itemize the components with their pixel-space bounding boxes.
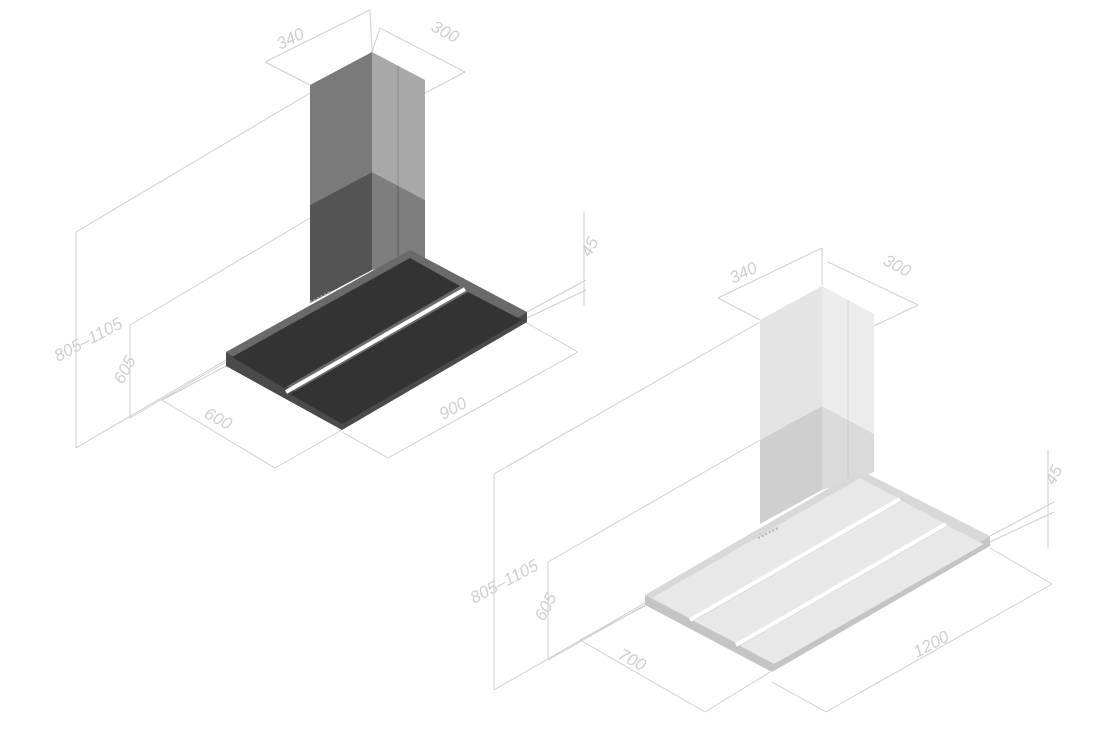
dim-width: 1200: [910, 627, 953, 662]
canopy-panel-2: [694, 501, 944, 643]
hood-black: 340 300 805–1105 605 600 900 45: [51, 9, 603, 469]
canopy-frame-edge: [226, 352, 342, 430]
dim-depth: 600: [201, 404, 235, 434]
dim-chimney-width: 340: [273, 24, 307, 54]
dim-total-height: 805–1105: [51, 314, 126, 366]
hood-white-dimension-lines: [493, 247, 1055, 713]
canopy-frame-edge: [645, 595, 772, 672]
dim-depth: 700: [615, 645, 649, 675]
canopy-panel-1: [652, 478, 898, 618]
chimney-front-upper: [310, 52, 372, 205]
dim-width: 900: [436, 393, 470, 423]
canopy-panel-right: [290, 292, 522, 424]
canopy-panel-3: [740, 526, 984, 664]
chimney-front-upper: [760, 286, 822, 440]
canopy-light-slot-1: [689, 497, 901, 622]
dim-base-height: 605: [110, 352, 140, 386]
canopy-light-slot: [285, 287, 466, 394]
dim-chimney-width: 340: [726, 258, 760, 288]
chimney-front-lower: [760, 406, 822, 524]
canopy-panel-left: [232, 258, 460, 388]
hood-white-canopy: [645, 470, 990, 672]
chimney-front-lower: [310, 172, 372, 303]
dim-total-height: 805–1105: [467, 556, 542, 608]
hood-white-chimney: [760, 286, 874, 524]
hood-black-canopy: [226, 250, 527, 430]
hood-black-chimney: [310, 52, 425, 303]
dim-canopy-height: 45: [577, 234, 603, 260]
canopy-light-slot-2: [735, 522, 947, 647]
dim-chimney-depth: 300: [428, 17, 462, 47]
hood-black-dimension-lines: [75, 9, 587, 469]
hood-white: 340 300 805–1105 605 700 1200 45: [467, 247, 1067, 713]
dim-canopy-height: 45: [1041, 462, 1067, 488]
dim-base-height: 605: [531, 589, 561, 623]
dim-chimney-depth: 300: [880, 251, 914, 281]
